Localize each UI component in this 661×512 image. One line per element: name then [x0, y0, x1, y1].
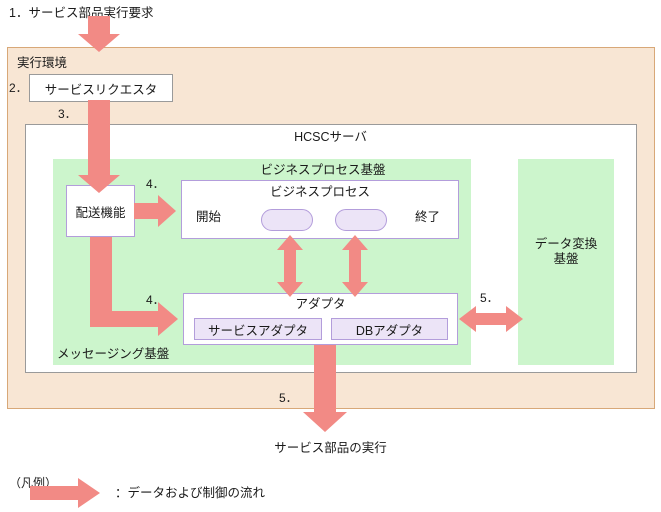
step-number-2: 2．: [9, 81, 28, 95]
adapter-box-title: アダプタ: [295, 297, 346, 311]
delivery-function-box[interactable]: 配送機能: [66, 185, 135, 237]
step-number-3: 3．: [58, 107, 77, 121]
business-process-activity-node-2[interactable]: [335, 209, 387, 231]
business-process-start-label: 開始: [196, 210, 222, 224]
bottom-output-label: サービス部品の実行: [274, 441, 387, 455]
business-process-end-label: 終了: [415, 210, 441, 224]
step-number-5b: 5．: [279, 391, 298, 405]
delivery-function-label: 配送機能: [75, 205, 126, 220]
hcsc-server-title: HCSCサーバ: [294, 130, 367, 144]
messaging-base-label: メッセージング基盤: [57, 347, 170, 361]
legend-title: （凡例）: [9, 476, 58, 490]
db-adapter-label: DBアダプタ: [355, 323, 424, 338]
data-transform-base-label-line1: データ変換: [534, 237, 598, 251]
business-process-activity-node-1[interactable]: [261, 209, 313, 231]
execution-environment-label: 実行環境: [17, 56, 68, 70]
step-number-4b: 4．: [146, 293, 165, 307]
data-transform-base-label-line2: 基盤: [553, 252, 579, 266]
business-process-base-label: ビジネスプロセス基盤: [260, 163, 386, 177]
business-process-box-title: ビジネスプロセス: [269, 185, 370, 199]
service-requester-label: サービスリクエスタ: [44, 82, 158, 97]
step-number-5a: 5．: [480, 291, 499, 305]
service-adapter-box[interactable]: サービスアダプタ: [194, 318, 322, 340]
step-number-4a: 4．: [146, 177, 165, 191]
page-title: 1．サービス部品実行要求: [9, 6, 154, 20]
service-adapter-label: サービスアダプタ: [207, 323, 308, 338]
legend-arrow-description: ：データおよび制御の流れ: [115, 486, 266, 500]
service-requester-box[interactable]: サービスリクエスタ: [29, 74, 173, 102]
data-transform-base-label: データ変換 基盤: [518, 237, 614, 267]
db-adapter-box[interactable]: DBアダプタ: [331, 318, 448, 340]
data-transform-base-region: [518, 159, 614, 365]
business-process-box: [181, 180, 459, 239]
